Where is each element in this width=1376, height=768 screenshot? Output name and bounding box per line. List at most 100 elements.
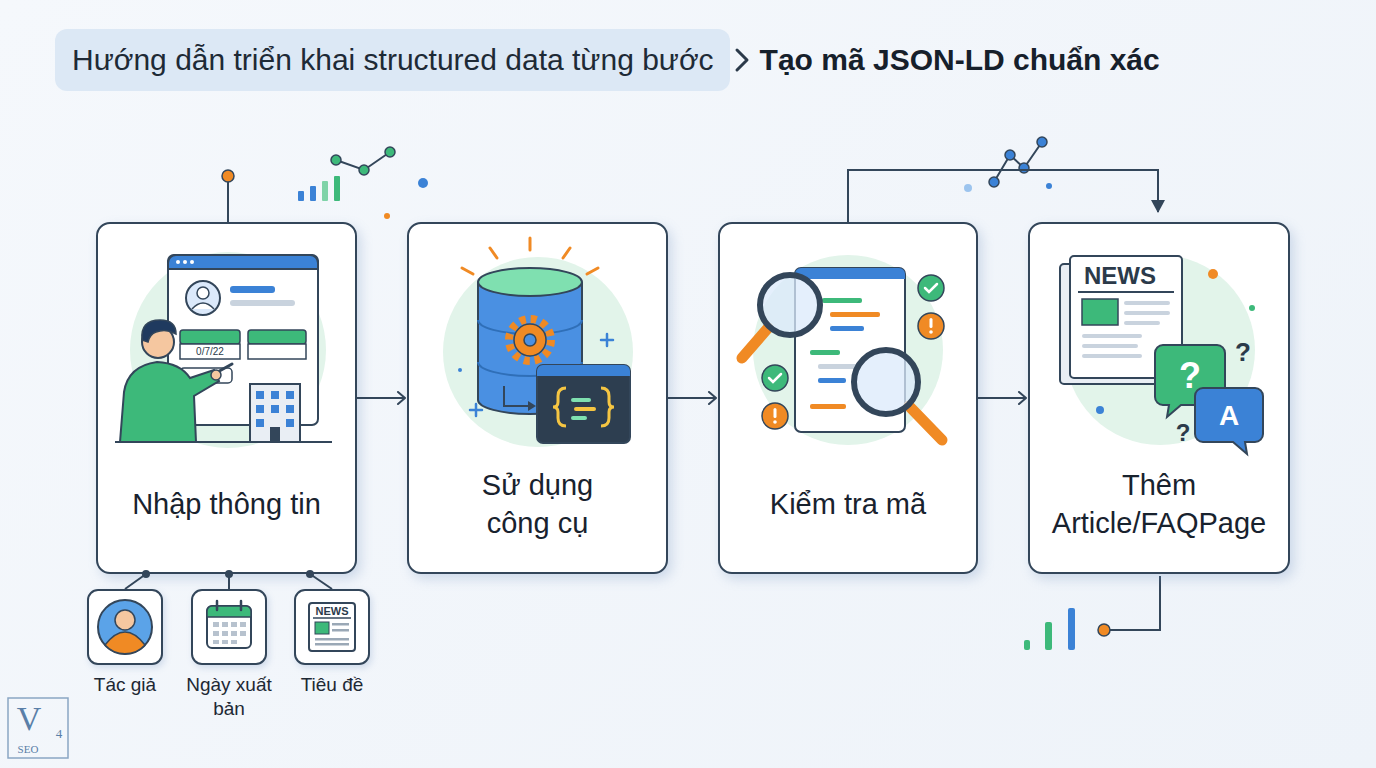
icon-box: Tiêu đề <box>294 589 370 665</box>
article-faq-illustration-part <box>1096 406 1104 414</box>
calendar-icon-part-part <box>231 622 237 627</box>
inspection-illustration-part <box>795 268 905 279</box>
pin-decor-part <box>222 170 234 182</box>
headline-icon-part <box>315 643 349 646</box>
form-illustration-part <box>211 370 221 380</box>
inspection-illustration-part <box>774 408 777 418</box>
form-illustration-part <box>248 344 306 359</box>
inspection-illustration-part <box>925 284 937 292</box>
leader-line <box>310 574 332 589</box>
chart-decor-left-part <box>359 165 369 175</box>
form-illustration-part <box>286 405 294 413</box>
watermark-frame-part <box>8 698 68 758</box>
inspection-illustration-part <box>760 275 820 335</box>
database-illustration-part-part <box>529 238 532 250</box>
database-illustration-part <box>504 386 530 406</box>
database-illustration-part <box>524 334 536 346</box>
database-illustration-part-part <box>563 248 570 258</box>
chart-decor-left-part <box>384 213 390 219</box>
database-illustration-part <box>458 368 462 372</box>
inspection-illustration-part <box>773 420 777 424</box>
chart-decor-right <box>964 137 1052 192</box>
calendar-icon-part-part <box>222 631 228 636</box>
form-illustration-part <box>190 260 194 264</box>
database-illustration-part-part <box>587 268 598 274</box>
chart-decor-right-part <box>1019 163 1029 173</box>
icon-box: Ngày xuất bản <box>191 589 267 665</box>
form-illustration-part <box>180 344 240 359</box>
icon-caption: Tác giả <box>94 673 156 697</box>
article-faq-illustration-part <box>1065 255 1255 445</box>
chart-decor-left-part <box>331 155 341 165</box>
database-illustration-part <box>478 268 582 296</box>
calendar-icon-part-part <box>240 631 246 636</box>
author-icon-part <box>98 600 152 654</box>
leader-line <box>125 574 146 589</box>
chevron-line <box>737 50 747 70</box>
headline-icon-part <box>309 603 355 651</box>
form-illustration-part <box>142 326 174 358</box>
leader-dot <box>306 570 314 578</box>
form-illustration-part <box>230 286 275 293</box>
inspection-illustration-part <box>742 328 768 358</box>
form-illustration-part <box>197 287 209 299</box>
calendar-icon-part-part <box>222 622 228 627</box>
inspection-illustration-part <box>918 313 944 339</box>
form-illustration-part <box>130 252 326 448</box>
headline-icon-part <box>332 623 349 626</box>
database-illustration-part <box>443 257 633 447</box>
step-label: Kiểm tra mã <box>770 485 926 523</box>
form-illustration-part <box>214 364 232 374</box>
step-label: Thêm Article/FAQPage <box>1037 466 1282 542</box>
database-illustration-part <box>537 365 630 443</box>
inspection-illustration-part <box>818 364 858 369</box>
chart-decor-right-part <box>1005 150 1015 160</box>
article-faq-illustration-part <box>1124 301 1170 305</box>
form-illustration-part <box>270 427 280 442</box>
article-faq-illustration-part <box>1070 256 1182 378</box>
article-faq-illustration-part <box>1082 334 1142 338</box>
form-illustration-part <box>271 405 279 413</box>
database-illustration-part <box>601 388 614 426</box>
headline-icon-part <box>315 638 349 641</box>
inspection-illustration-part <box>830 312 880 317</box>
form-illustration-part <box>186 281 220 315</box>
form-illustration-part <box>115 441 332 443</box>
form-illustration-part <box>286 391 294 399</box>
database-illustration-part <box>571 398 591 402</box>
inspection-illustration-part <box>854 350 918 414</box>
inspection-illustration-part <box>810 350 840 355</box>
form-illustration-part <box>256 419 264 427</box>
illustration-text: 4 <box>56 727 63 740</box>
database-illustration <box>443 238 633 447</box>
inspection-illustration-part <box>918 275 944 301</box>
chart-decor-bottom <box>1024 576 1160 650</box>
breadcrumb-chevron <box>730 40 754 80</box>
inspection-illustration-part <box>830 326 864 331</box>
form-illustration-part <box>120 362 219 442</box>
database-illustration-part-part <box>490 248 497 258</box>
form-illustration-part <box>180 368 232 383</box>
form-illustration-part <box>176 260 180 264</box>
inspection-illustration-part <box>930 318 933 328</box>
article-faq-illustration-part <box>1195 388 1263 454</box>
step-label: Nhập thông tin <box>132 485 321 523</box>
illustration-text: SEO <box>18 744 39 755</box>
article-faq-illustration-part <box>1124 321 1160 325</box>
illustration-text: V <box>17 702 42 736</box>
flow-arrow <box>668 397 716 399</box>
article-faq-illustration-part <box>1078 291 1174 293</box>
article-faq-illustration-part <box>1155 345 1225 417</box>
database-illustration-part <box>528 401 536 411</box>
inspection-illustration <box>742 255 944 445</box>
database-illustration-part <box>478 362 582 376</box>
calendar-icon <box>207 601 251 648</box>
inspection-illustration-part <box>795 268 905 432</box>
form-illustration-part <box>168 255 318 425</box>
author-icon <box>98 600 152 654</box>
form-illustration-part <box>183 260 187 264</box>
database-illustration-part <box>462 238 598 274</box>
card-text-wrap: Thêm Article/FAQPage <box>1030 440 1288 568</box>
chart-decor-right-part <box>1046 183 1052 189</box>
